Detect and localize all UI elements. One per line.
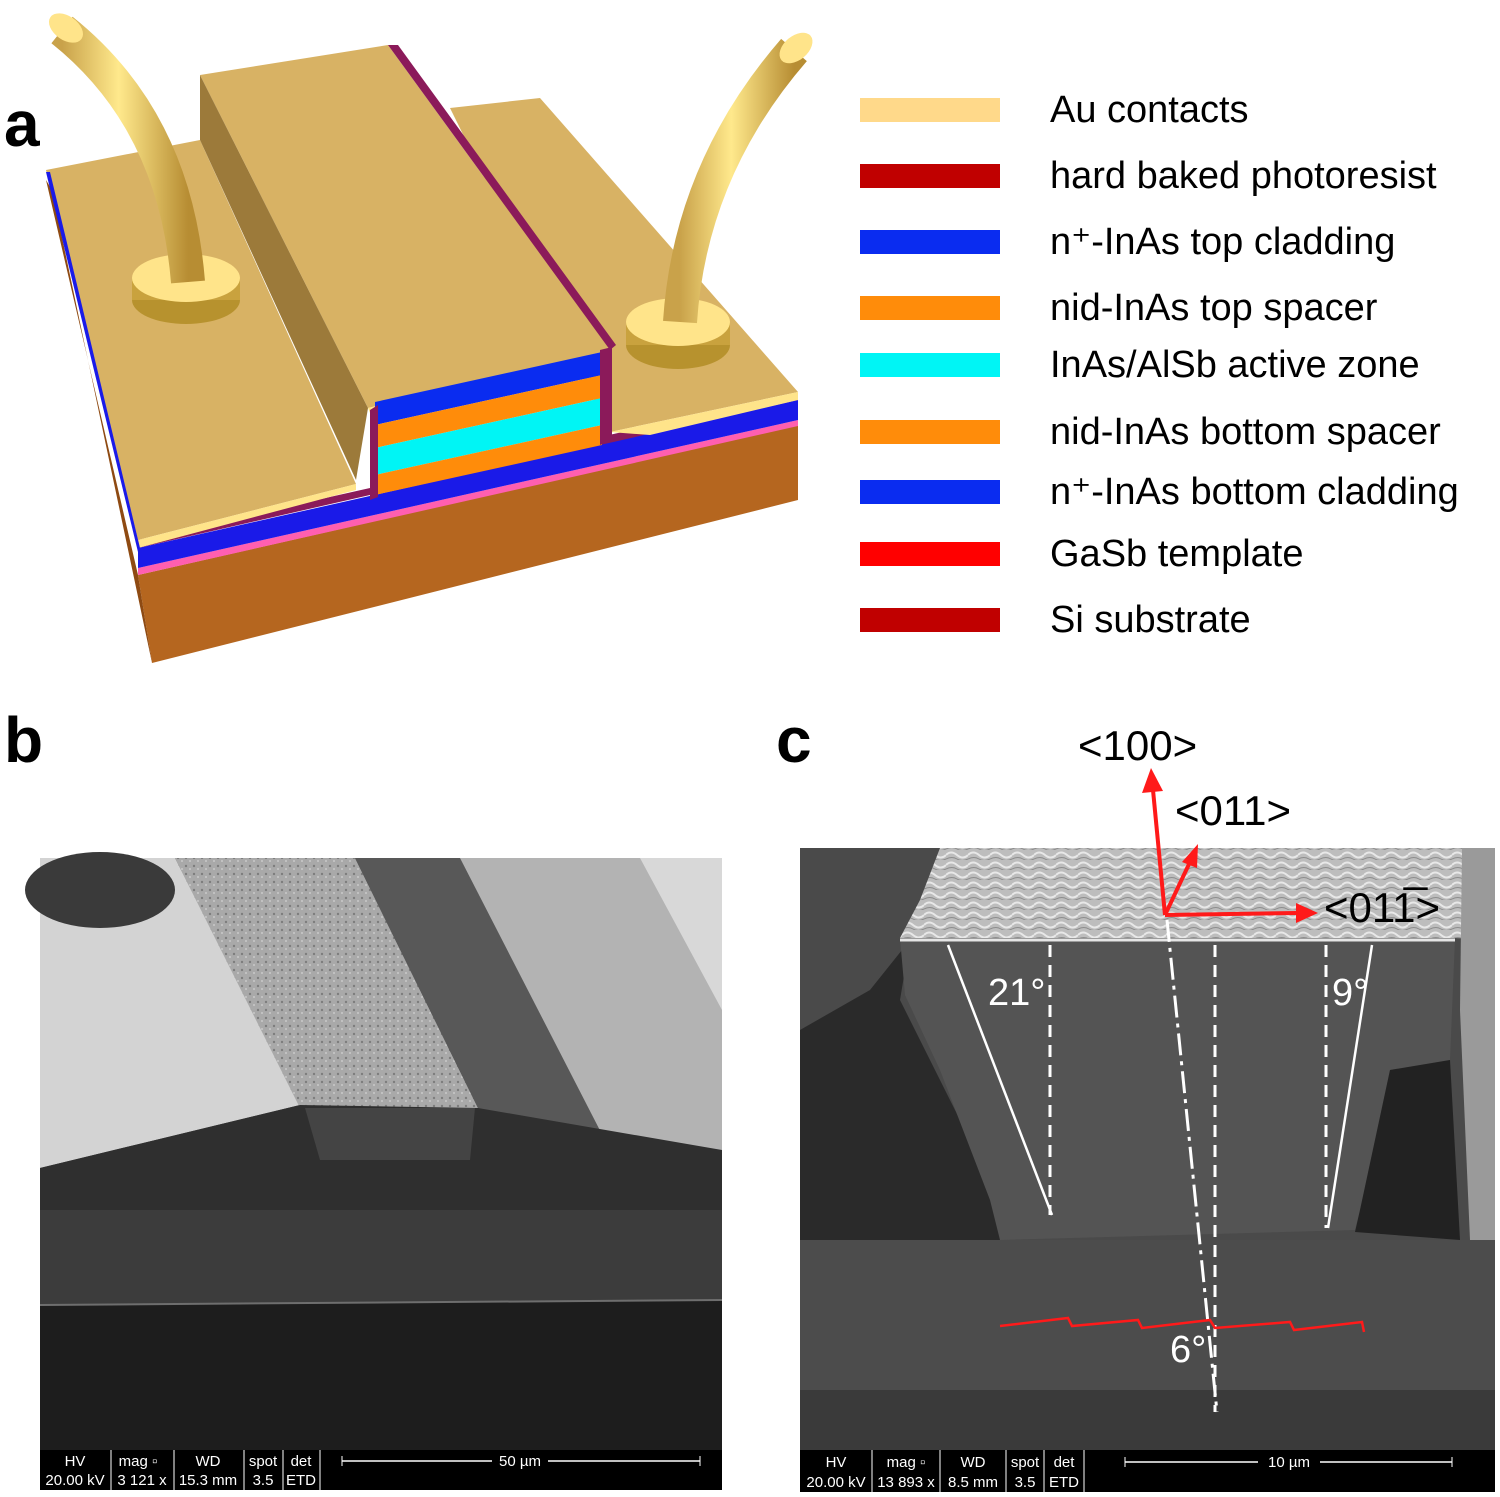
left-bond-wire [51,16,205,284]
legend-item-bottom-cladding: n⁺-InAs bottom cladding [860,470,1500,513]
legend-label: InAs/AlSb active zone [1050,344,1420,386]
databar-b-v4: ETD [286,1472,316,1489]
angle-bottom: 6° [1170,1329,1206,1371]
databar-b-h0: HV [65,1453,86,1470]
legend-swatch [860,164,1000,188]
legend-item-top-cladding: n⁺-InAs top cladding [860,220,1500,263]
center-tilt-dashdot [1165,919,1219,1413]
legend-swatch [860,230,1000,254]
databar-c-v1: 13 893 x [877,1474,935,1491]
legend-item-si: Si substrate [860,598,1500,641]
panel-label-a: a [4,88,40,160]
axis-label-100: <100> [1078,722,1197,769]
right-wire-end [779,32,813,64]
databar-c-h2: WD [961,1454,986,1471]
legend-swatch [860,353,1000,377]
databar-b-scale-line [341,1456,701,1466]
databar-b-h4: det [291,1453,313,1470]
right-bond-ball [626,298,730,369]
right-pad-front [610,392,798,435]
panel-label-b: b [4,704,44,776]
axis-label-011: <011> [1175,787,1291,834]
databar-b-v0: 20.00 kV [45,1472,104,1489]
axis-label-01-1: <011̅> [1324,884,1440,931]
legend-item-photoresist: hard baked photoresist [860,154,1500,197]
panel-label-c: c [776,704,812,776]
right-bond-wire [663,38,807,324]
databar-b-v2: 15.3 mm [179,1472,237,1489]
databar-c-h1: mag ▫ [887,1454,926,1471]
legend-label: Au contacts [1050,89,1249,131]
mesa-photoresist-side [370,405,378,500]
legend-item-au: Au contacts [860,88,1500,131]
legend-label: n⁺-InAs top cladding [1050,221,1396,263]
databar-c [800,1450,1495,1492]
databar-b-v1: 3 121 x [117,1472,167,1489]
photoresist-front [138,488,370,548]
databar-b [40,1450,722,1490]
legend-label: GaSb template [1050,533,1304,575]
legend-swatch [860,98,1000,122]
legend-swatch [860,542,1000,566]
angle-right: 9° [1332,972,1368,1014]
databar-c-v2: 8.5 mm [948,1474,998,1491]
databar-b-h3: spot [249,1453,278,1470]
legend-item-bottom-spacer: nid-InAs bottom spacer [860,410,1500,453]
bottom-cladding-front [138,400,798,568]
databar-c-h0: HV [826,1454,847,1471]
left-wire-end [48,13,84,43]
left-side-cladding [46,172,140,552]
legend-swatch [860,420,1000,444]
databar-c-h4: det [1054,1454,1076,1471]
interface-zigzag [999,1316,1366,1333]
mesa-photoresist-side-right [600,347,612,445]
mesa-left-face [200,75,368,480]
legend-label: nid-InAs top spacer [1050,287,1378,329]
legend-swatch [860,608,1000,632]
right-facet-line [1326,944,1374,1229]
left-bond-ball [132,254,240,324]
mesa-top-cladding [375,352,602,425]
legend-label: hard baked photoresist [1050,155,1437,197]
mesa-active-zone [375,398,602,475]
legend-item-gasb: GaSb template [860,532,1500,575]
databar-b-scale: 50 µm [499,1453,541,1470]
substrate-front [138,425,798,663]
legend-label: nid-InAs bottom spacer [1050,411,1441,453]
mesa-photoresist-edge [388,45,616,350]
left-pad-top [46,140,356,540]
databar-b-h2: WD [196,1453,221,1470]
angle-left: 21° [988,972,1045,1014]
databar-c-v4: ETD [1049,1474,1079,1491]
gasb-layer-front [138,420,798,575]
databar-c-scale: 10 µm [1268,1454,1310,1471]
legend-item-active-zone: InAs/AlSb active zone [860,343,1500,386]
mesa-bottom-spacer [375,425,602,495]
databar-b-v3: 3.5 [253,1472,274,1489]
mesa-top-spacer [375,375,602,448]
databar-c-v3: 3.5 [1015,1474,1036,1491]
crystal-axes [1142,768,1318,923]
legend-swatch [860,296,1000,320]
legend-label: n⁺-InAs bottom cladding [1050,471,1459,513]
databar-c-h3: spot [1011,1454,1040,1471]
sem-image-c [800,768,1495,1450]
sem-image-b [25,852,723,1450]
legend-swatch [860,480,1000,504]
legend-item-top-spacer: nid-InAs top spacer [860,286,1500,329]
legend-label: Si substrate [1050,599,1251,641]
left-pad-front [138,484,356,548]
databar-c-v0: 20.00 kV [806,1474,865,1491]
device-schematic [46,13,813,663]
databar-b-h1: mag ▫ [119,1453,158,1470]
left-facet-line [946,944,1054,1216]
databar-c-scale-line [1124,1457,1453,1467]
mesa-top [200,45,610,408]
